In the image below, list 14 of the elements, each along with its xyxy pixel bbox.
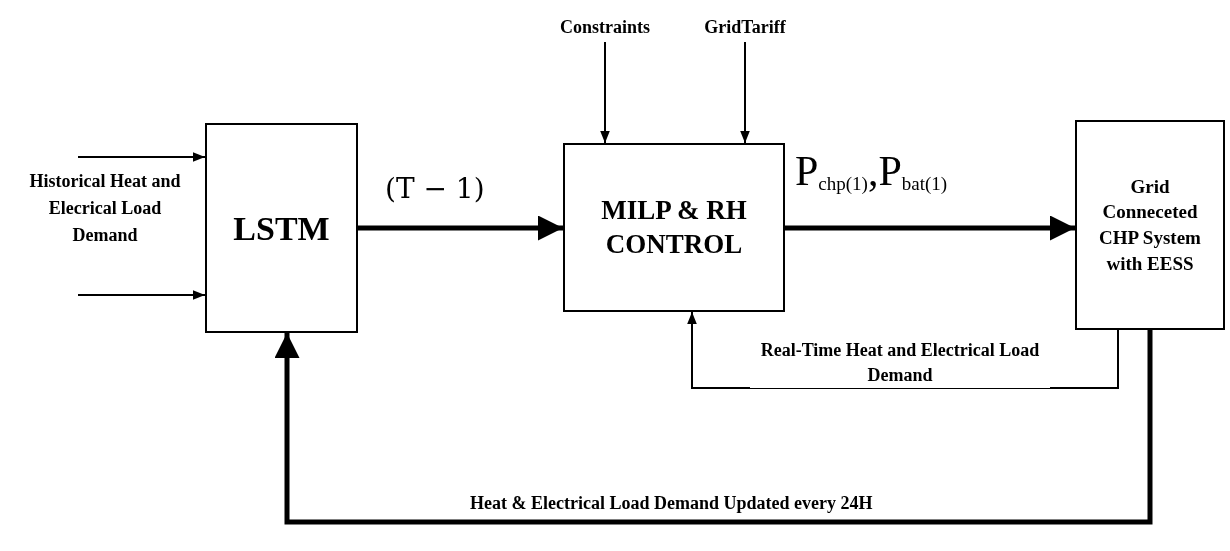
arrow <box>77 290 206 300</box>
input-label: GridTariff <box>690 12 800 42</box>
arrow <box>740 41 750 144</box>
arrow <box>785 215 1075 241</box>
arrow <box>358 215 563 241</box>
input-label: Historical Heat and Elecrical Load Demand <box>28 170 182 247</box>
input-label: Constraints <box>545 12 665 42</box>
process-box: MILP & RH CONTROL <box>563 143 785 312</box>
arrow <box>77 152 206 162</box>
process-box: LSTM <box>205 123 358 333</box>
process-box: Grid Conneceted CHP System with EESS <box>1075 120 1225 330</box>
arrow <box>600 41 610 144</box>
arrow <box>687 311 1119 389</box>
arrow <box>274 330 1153 525</box>
